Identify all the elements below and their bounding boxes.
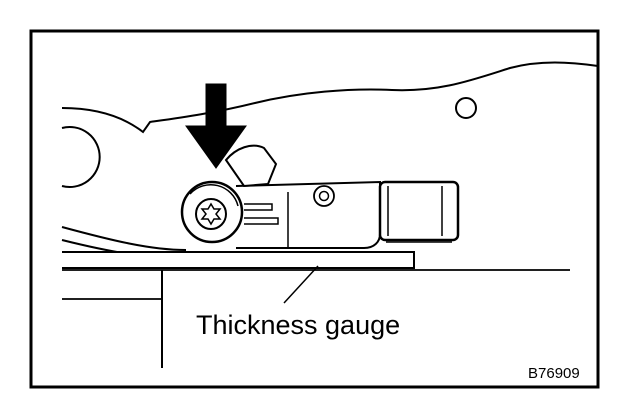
callout-leader	[283, 265, 319, 304]
torx-bolt-icon	[195, 198, 227, 230]
left-hub	[61, 126, 101, 188]
lower-curved-plate	[61, 226, 187, 251]
down-arrow-icon	[185, 83, 247, 169]
screw-boss-icon	[313, 185, 335, 207]
upper-body-outline	[61, 61, 599, 134]
connector-housing	[378, 180, 460, 243]
bracket-slot-top	[244, 203, 273, 211]
mounting-hole	[455, 97, 477, 119]
figure-code: B76909	[528, 365, 580, 382]
thickness-gauge-plate	[62, 251, 415, 269]
callout-label: Thickness gauge	[196, 310, 400, 340]
pivot-roller-edge	[189, 184, 239, 207]
sensor-bracket	[235, 180, 381, 249]
latch-hook	[224, 144, 278, 188]
bracket-slot-bottom	[244, 217, 279, 225]
figure-frame	[29, 29, 600, 389]
